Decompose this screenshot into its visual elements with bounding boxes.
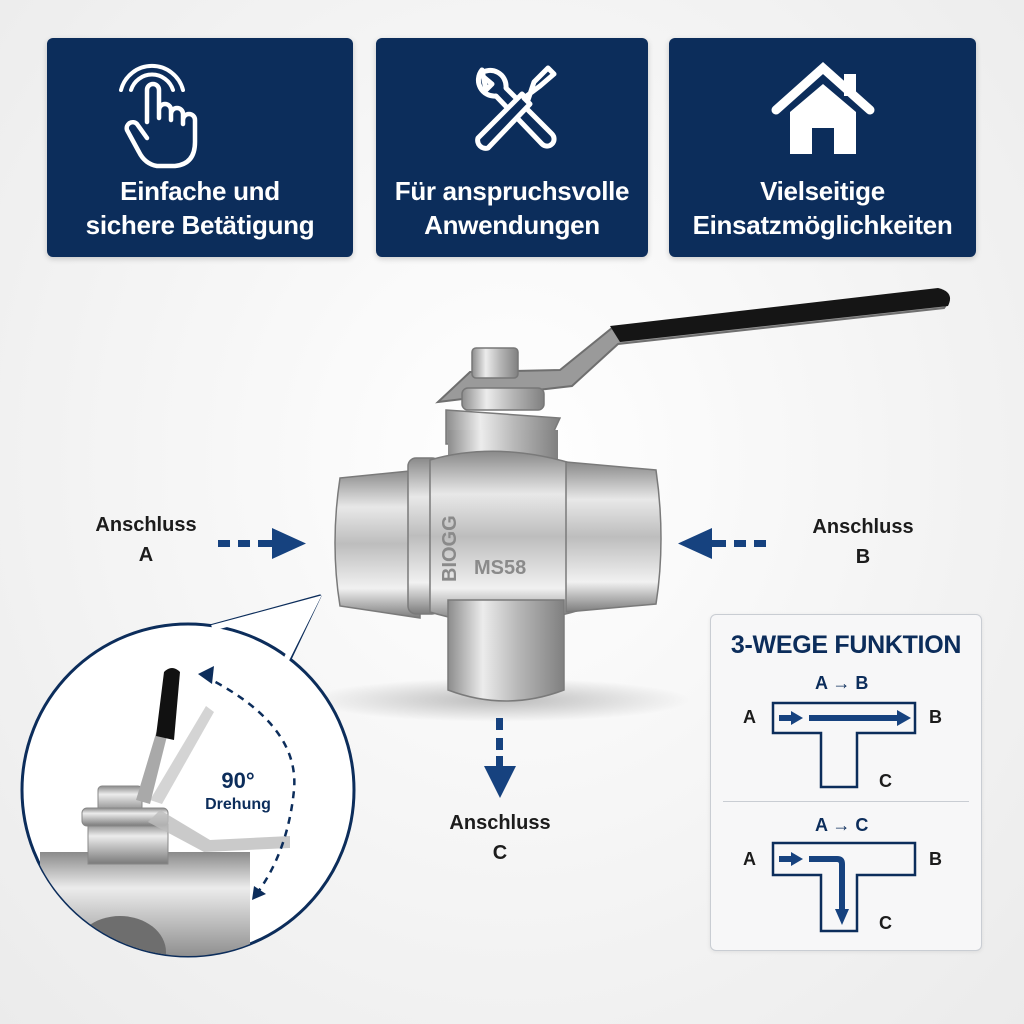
config2-port-a: A xyxy=(743,849,756,869)
three-way-function-panel: 3-WEGE FUNKTION A → B A B C A → C A B C xyxy=(710,614,982,951)
house-icon xyxy=(771,61,874,154)
config2-port-c: C xyxy=(879,913,892,933)
feature-title: Vielseitige Einsatzmöglichkeiten xyxy=(692,176,953,240)
valve-marking-left: BIOGG xyxy=(439,515,461,582)
diagram-title: 3-WEGE FUNKTION xyxy=(730,631,962,659)
config1-port-a: A xyxy=(743,707,756,727)
config2-route: A → C xyxy=(815,815,869,835)
feature-title: Für anspruchsvolle Anwendungen xyxy=(394,176,630,240)
rotation-degrees: 90° xyxy=(221,768,255,793)
port-c-connector xyxy=(447,599,565,702)
port-b-connector xyxy=(565,461,662,613)
lever-grip xyxy=(610,288,951,342)
feature-card-applications: Für anspruchsvolle Anwendungen xyxy=(376,38,648,257)
flow-arrow-b-icon xyxy=(678,528,766,559)
config1-flow-diagram xyxy=(771,701,917,789)
stem-nut xyxy=(471,347,519,379)
diagram-divider xyxy=(723,801,969,802)
flow-arrow-a-icon xyxy=(218,528,306,559)
config1-port-c: C xyxy=(879,771,892,791)
config2-flow-diagram xyxy=(771,841,917,933)
tools-icon xyxy=(475,65,557,151)
touch-hand-icon xyxy=(119,63,198,169)
config1-port-b: B xyxy=(929,707,942,727)
feature-title: Einfache und sichere Betätigung xyxy=(85,176,315,240)
config1-route: A → B xyxy=(815,673,869,693)
rotation-label: Drehung xyxy=(205,796,271,813)
feature-card-versatility: Vielseitige Einsatzmöglichkeiten xyxy=(669,38,976,257)
valve-marking-right: MS58 xyxy=(474,557,526,579)
flow-arrow-c-icon xyxy=(484,718,516,798)
config2-port-b: B xyxy=(929,849,942,869)
feature-card-operation: Einfache und sichere Betätigung xyxy=(47,38,353,257)
port-a-connector xyxy=(334,469,421,619)
